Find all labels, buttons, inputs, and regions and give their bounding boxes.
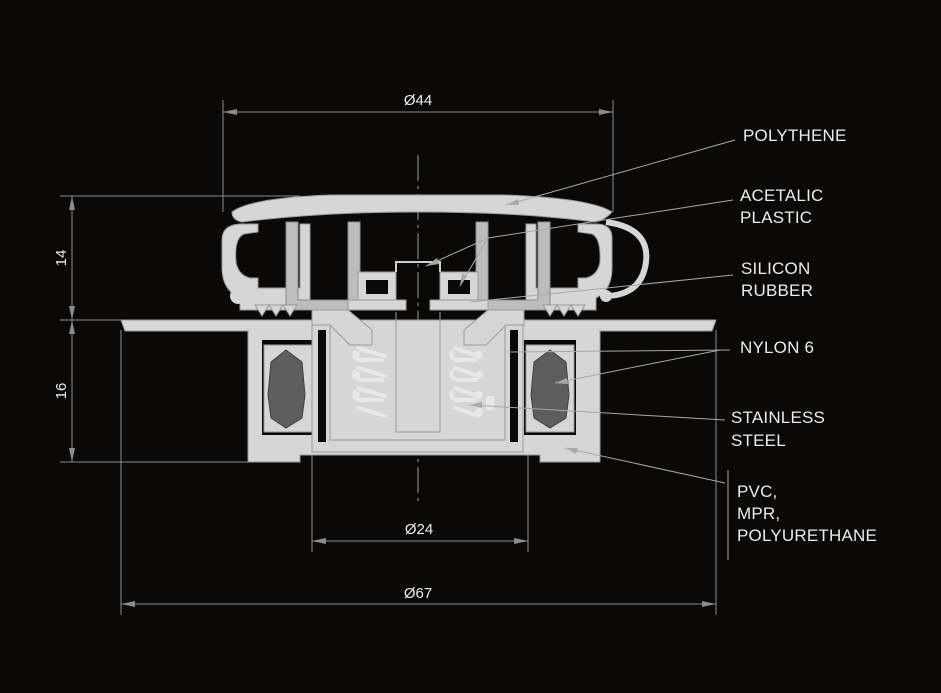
label-stainless-line1: STAINLESS	[731, 408, 825, 427]
label-pvc-line1: PVC,	[737, 482, 777, 501]
dimension-lower-height: 16	[53, 320, 250, 463]
seal-rings	[263, 344, 575, 433]
label-stainless-line2: STEEL	[731, 431, 786, 450]
top-diameter-label: Ø44	[404, 92, 432, 109]
dimension-overall-diameter: Ø67	[120, 330, 717, 615]
label-acetalic-line2: PLASTIC	[740, 208, 812, 227]
label-acetalic-line1: ACETALIC	[740, 186, 823, 205]
dimension-inner-diameter: Ø24	[311, 455, 529, 552]
dimension-top-diameter: Ø44	[222, 92, 614, 212]
label-polythene: POLYTHENE	[743, 126, 847, 145]
label-pvc-line3: POLYURETHANE	[737, 526, 877, 545]
leader-lines	[425, 139, 736, 560]
label-nylon: NYLON 6	[740, 338, 814, 357]
valve-stem	[347, 261, 489, 311]
silicon-tether	[605, 219, 650, 299]
polythene-cap	[231, 194, 613, 223]
acetalic-body	[254, 221, 586, 346]
material-labels: POLYTHENE ACETALIC PLASTIC SILICON RUBBE…	[731, 126, 877, 545]
inner-diameter-label: Ø24	[405, 521, 433, 538]
label-pvc-line2: MPR,	[737, 504, 780, 523]
dimension-upper-height: 14	[53, 195, 300, 321]
springs	[352, 312, 494, 433]
label-silicon-line1: SILICON	[741, 259, 810, 278]
overall-diameter-label: Ø67	[404, 585, 432, 602]
lower-height-label: 16	[53, 383, 70, 400]
label-silicon-line2: RUBBER	[741, 281, 813, 300]
upper-height-label: 14	[53, 250, 70, 267]
